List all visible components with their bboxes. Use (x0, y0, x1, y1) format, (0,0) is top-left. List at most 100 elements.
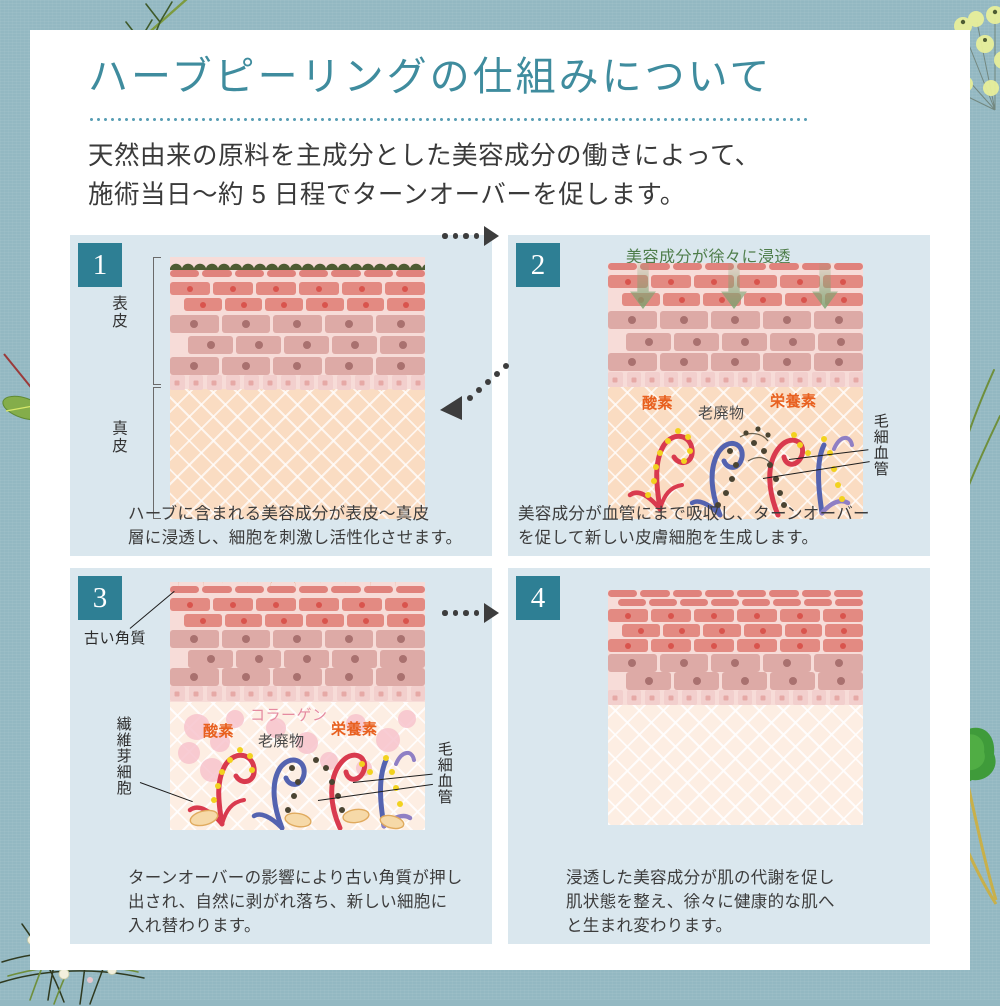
capillary-vessels-3 (187, 747, 416, 830)
skin-diagram-1 (170, 257, 425, 519)
collagen-bubble (296, 732, 318, 754)
flaking-keratin-4 (320, 582, 346, 584)
spinous-row-1 (608, 311, 863, 329)
flow-arrow-1-to-2 (442, 226, 499, 246)
step-caption-1: ハーブに含まれる美容成分が表皮〜真皮 層に浸透し、細胞を刺激し活性化させます。 (128, 504, 463, 547)
arrow-dot (463, 610, 469, 616)
nutrient-label: 栄養素 (331, 721, 378, 738)
capillary-label-2: 毛細血管 (871, 413, 889, 477)
flaking-keratin-3 (270, 582, 296, 588)
old-keratin-label: 古い角質 (84, 630, 147, 647)
spinous-row-2 (608, 333, 863, 351)
epidermis-label: 表皮 (110, 295, 128, 330)
flaking-keratin-2 (222, 582, 248, 584)
step-caption-2: 美容成分が血管にまで吸収し、ターンオーバー を促して新しい皮膚細胞を生成します。 (518, 504, 870, 547)
spinous-row-1 (170, 315, 425, 333)
basal-row (170, 686, 425, 701)
granular-row-1 (608, 609, 863, 622)
granular-row-3 (608, 639, 863, 652)
epidermis-layer (170, 257, 425, 390)
spinous-row-3 (170, 357, 425, 375)
collagen-bubble (346, 714, 366, 734)
lead-line-1: 天然由来の原料を主成分とした美容成分の働きによって、 (88, 142, 761, 170)
page-title: ハーブピーリングの仕組みについて (88, 54, 773, 99)
corneum-row (170, 270, 425, 277)
spinous-row-1 (608, 654, 863, 672)
capillary-label-3: 毛細血管 (435, 741, 453, 805)
collagen-bubble (376, 728, 400, 752)
step-number-3: 3 (78, 576, 122, 620)
dotted-divider (88, 118, 808, 121)
step-number-1: 1 (78, 243, 122, 287)
arrow-dot (442, 233, 448, 239)
epidermis-layer (608, 263, 863, 387)
arrow-triangle-right (484, 603, 499, 623)
granular-row-1 (170, 598, 425, 611)
arrow-dot (452, 610, 458, 616)
step-caption-3: ターンオーバーの影響により古い角質が押し 出され、自然に剥がれ落ち、新しい細胞に… (128, 868, 463, 935)
collagen-bubble (266, 718, 286, 738)
step-caption-4: 浸透した美容成分が肌の代謝を促し 肌状態を整え、徐々に健康的な肌へ と生まれ変わ… (566, 868, 835, 935)
arrow-triangle-right (484, 226, 499, 246)
basal-row (170, 375, 425, 390)
arrow-dot (442, 610, 448, 616)
epidermis-layer (608, 590, 863, 705)
skin-diagram-2 (608, 263, 863, 519)
collagen-bubble (184, 714, 210, 740)
granular-row-2 (170, 298, 425, 311)
old-keratin-leader (129, 590, 175, 630)
epidermis-layer (170, 582, 425, 702)
arrow-dot (473, 610, 479, 616)
spinous-row-2 (608, 672, 863, 690)
header: ハーブピーリングの仕組みについて 天然由来の原料を主成分とした美容成分の働きによ… (88, 52, 920, 215)
herb-coating (170, 257, 425, 270)
corneum-row (608, 263, 863, 270)
collagen-bubble (226, 710, 244, 728)
corneum-row (608, 590, 863, 597)
step-panel-2: 2 美容成分が徐々に浸透 (508, 235, 930, 556)
penetration-label: 美容成分が徐々に浸透 (626, 249, 792, 266)
basal-row (608, 372, 863, 387)
steps-grid: 1 表皮 真皮 (70, 235, 930, 944)
step-number-4: 4 (516, 576, 560, 620)
step-panel-3: 3 (70, 568, 492, 944)
collagen-label: コラーゲン (250, 707, 328, 724)
spinous-row-3 (170, 668, 425, 686)
arrow-dot (452, 233, 458, 239)
spinous-row-1 (170, 630, 425, 648)
dermis-bracket (153, 387, 161, 519)
capillary-vessels-2 (627, 426, 854, 518)
corneum-row-2 (608, 599, 863, 606)
step-panel-4: 4 (508, 568, 930, 944)
epidermis-bracket (153, 257, 161, 385)
dermis-layer (170, 383, 425, 519)
spinous-row-3 (608, 353, 863, 371)
collagen-bubble (178, 742, 200, 764)
collagen-bubble (398, 710, 416, 728)
spinous-row-2 (170, 650, 425, 668)
fibroblast-label: 繊維芽細胞 (114, 716, 132, 796)
flaking-keratin-1 (178, 582, 204, 587)
waste-label: 老廃物 (258, 733, 305, 750)
flow-arrow-3-to-4 (442, 603, 499, 623)
basal-row (608, 690, 863, 705)
arrow-dot (463, 233, 469, 239)
granular-row-2 (608, 293, 863, 306)
lead-text: 天然由来の原料を主成分とした美容成分の働きによって、 施術当日〜約 5 日程でタ… (88, 137, 920, 215)
skin-diagram-4 (608, 590, 863, 825)
granular-row-1 (170, 282, 425, 295)
nutrient-label: 栄養素 (770, 393, 817, 410)
collagen-bubble (210, 732, 230, 752)
skin-diagram-3 (170, 582, 425, 830)
step-number-2: 2 (516, 243, 560, 287)
granular-row-2 (170, 614, 425, 627)
corneum-row-detaching (170, 586, 425, 593)
content-card: ハーブピーリングの仕組みについて 天然由来の原料を主成分とした美容成分の働きによ… (30, 30, 970, 970)
dermis-layer (608, 697, 863, 825)
arrow-dot (473, 233, 479, 239)
flow-arrow-2-to-3 (440, 363, 509, 420)
flaking-keratin-5 (370, 582, 396, 587)
lead-line-2: 施術当日〜約 5 日程でターンオーバーを促します。 (88, 180, 686, 209)
oxygen-label: 酸素 (203, 723, 235, 740)
